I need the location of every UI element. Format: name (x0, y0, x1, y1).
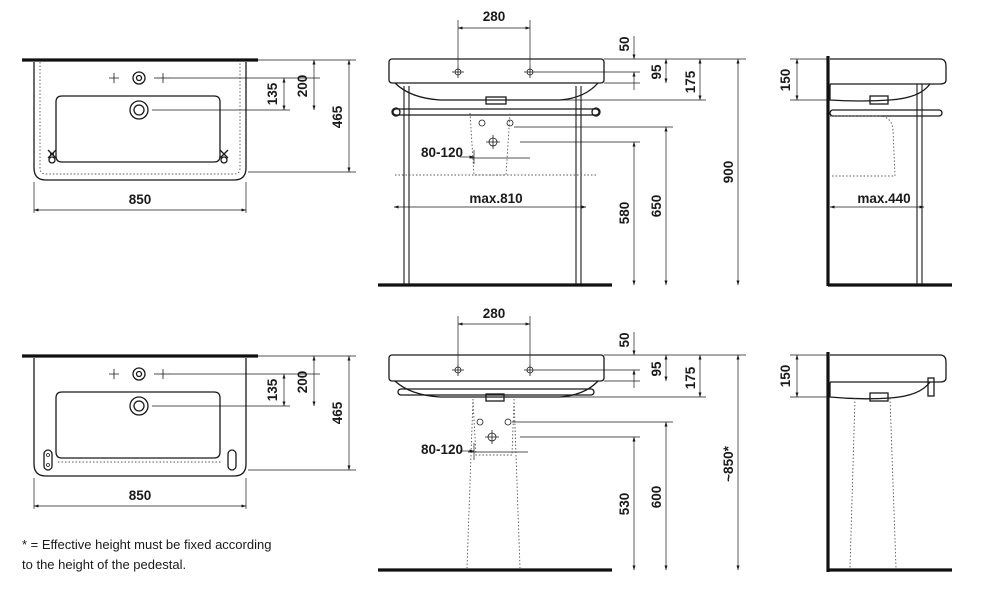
dim-label: 650 (649, 195, 664, 218)
dim-label: 175 (683, 366, 698, 389)
dim-label: max.440 (857, 191, 910, 206)
dim-label: 850 (129, 488, 152, 503)
dim-label: 80-120 (421, 145, 463, 160)
dim-label: 200 (295, 75, 310, 98)
dim-label: 150 (778, 69, 793, 92)
dim-label: 175 (683, 70, 698, 93)
dim-label: 80-120 (421, 442, 463, 457)
footnote-line-1: * = Effective height must be fixed accor… (22, 537, 271, 552)
dim-label: 850 (129, 192, 152, 207)
dim-label: 465 (330, 105, 345, 128)
dim-label: 50 (617, 332, 632, 347)
top-side-view: 150 max.440 (778, 56, 952, 287)
top-plan-view: 135 200 465 850 (22, 58, 356, 213)
bottom-side-view: 150 (778, 352, 952, 572)
bottom-front-view: 280 50 95 175 80-120 530 600 ~850* (378, 306, 746, 572)
footnote: * = Effective height must be fixed accor… (22, 537, 271, 572)
dim-label: 600 (649, 486, 664, 509)
dim-label: 135 (265, 378, 280, 401)
dim-label: 280 (483, 9, 506, 24)
dim-label: 150 (778, 365, 793, 388)
dim-label: 95 (649, 64, 664, 80)
dim-label: 580 (617, 202, 632, 225)
dim-label: 280 (483, 306, 506, 321)
dim-label: max.810 (469, 191, 522, 206)
footnote-line-2: to the height of the pedestal. (22, 557, 186, 572)
dim-label: 135 (265, 82, 280, 105)
dim-label: 50 (617, 36, 632, 51)
dim-label: 530 (617, 493, 632, 516)
dim-label: 200 (295, 371, 310, 394)
bottom-plan-view: 135 200 465 850 (22, 354, 356, 509)
dim-label: 95 (649, 361, 664, 377)
top-front-view: 280 50 95 175 80-120 max.810 580 650 900 (378, 9, 746, 287)
dim-label: 465 (330, 401, 345, 424)
dim-label: 900 (721, 161, 736, 184)
dim-label: ~850* (721, 445, 736, 481)
